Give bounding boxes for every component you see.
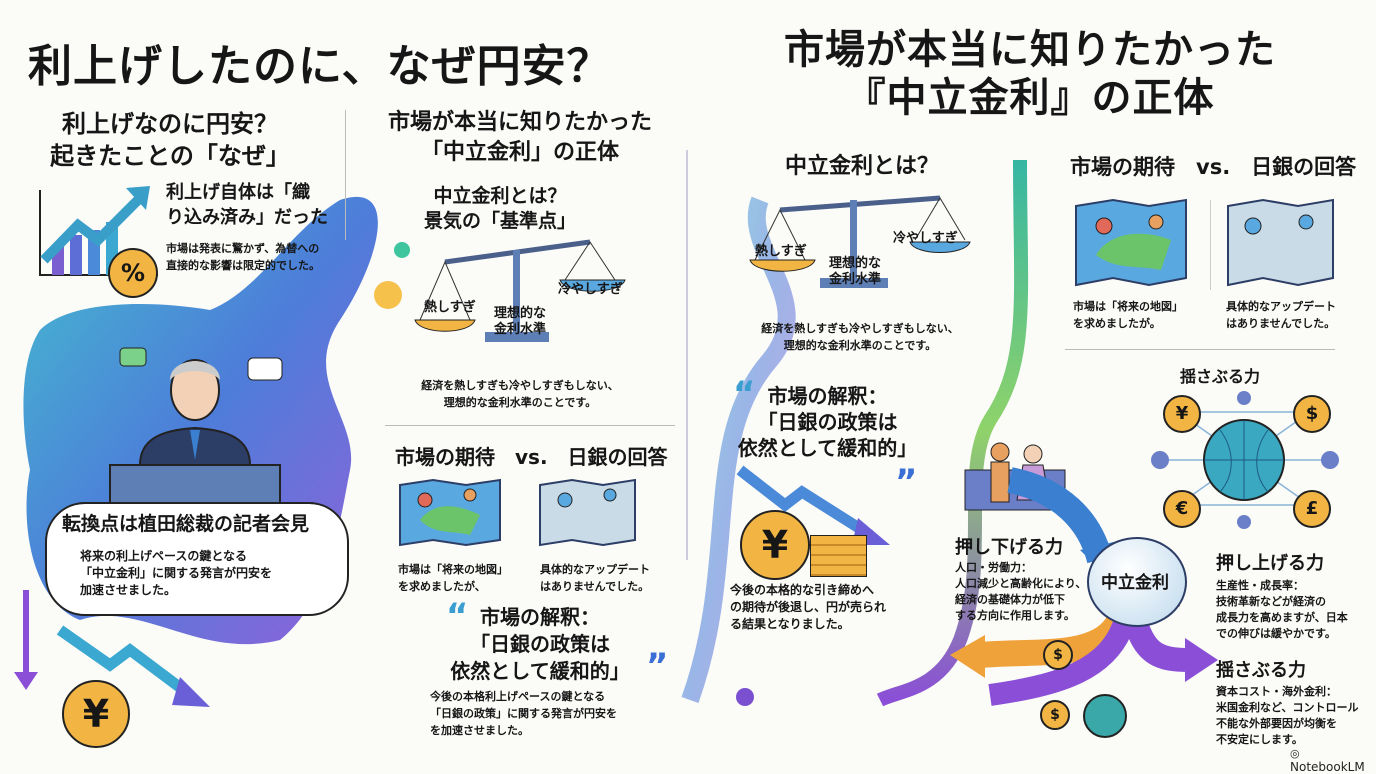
balance-scale-icon bbox=[414, 239, 626, 342]
section-divider bbox=[1065, 349, 1335, 350]
globe-icon bbox=[1083, 694, 1127, 738]
balance-scale-icon bbox=[749, 195, 971, 288]
close-quote-icon: ” bbox=[895, 462, 918, 502]
point2-body: 将来の利上げペースの鍵となる 「中立金利」に関する発言が円安を 加速させました。 bbox=[80, 549, 273, 597]
notebooklm-brand: ◎ NotebookLM bbox=[1290, 746, 1376, 774]
push-down-title: 押し下げる力 bbox=[955, 537, 1063, 558]
col2-map-right-caption: 具体的なアップデート はありませんでした。 bbox=[540, 563, 650, 593]
col1-heading: 利上げなのに円安？ 起きたことの「なぜ」 bbox=[50, 110, 290, 170]
colorful-map-icon bbox=[1075, 198, 1187, 287]
open-quote-icon: “ bbox=[446, 596, 469, 636]
push-up-title: 押し上げる力 bbox=[1216, 553, 1324, 574]
network-title: 揺さぶる力 bbox=[1180, 367, 1261, 386]
col2-heading: 市場が本当に知りたかった 「中立金利」の正体 bbox=[387, 110, 652, 165]
col4-vs-heading: 市場の期待 vs. 日銀の回答 bbox=[1070, 155, 1357, 179]
scale-right-label: 冷やしすぎ bbox=[558, 282, 623, 297]
dollar-coin-icon: $ bbox=[1043, 640, 1073, 670]
global-network-icon bbox=[1151, 391, 1339, 529]
falling-arrow-icon bbox=[56, 625, 210, 707]
column-divider bbox=[345, 110, 346, 240]
scale-left-label: 熱しすぎ bbox=[755, 244, 807, 259]
column-divider bbox=[686, 150, 688, 560]
section-divider bbox=[385, 425, 675, 426]
point2-title: 転換点は植田総裁の記者会見 bbox=[62, 513, 310, 535]
pound-coin-icon: £ bbox=[1293, 490, 1331, 528]
col3-quote: 市場の解釈： 「日銀の政策は 依然として緩和的」 bbox=[737, 384, 918, 460]
point1-title: 利上げ自体は「織 り込み済み」だった bbox=[166, 182, 328, 228]
colorful-map-icon bbox=[399, 478, 501, 547]
scale-center-label: 理想的な 金利水準 bbox=[828, 256, 881, 287]
dollar-coin-icon: $ bbox=[1293, 395, 1331, 433]
scale-left-label: 熱しすぎ bbox=[424, 300, 476, 315]
shake-body: 資本コスト・海外金利： 米国金利など、コントロール 不能な外部要因が均衡を 不安… bbox=[1216, 685, 1359, 746]
right-main-title: 市場が本当に知りたかった 『中立金利』の正体 bbox=[784, 27, 1276, 121]
col4-map-left-caption: 市場は「将来の地図」 を求めましたが。 bbox=[1073, 300, 1183, 330]
notebooklm-logo-icon: ◎ bbox=[1290, 747, 1300, 760]
point1-body: 市場は発表に驚かず、為替への 直接的な影響は限定的でした。 bbox=[166, 242, 320, 272]
coin-stack-icon bbox=[810, 535, 867, 577]
notebooklm-label: NotebookLM bbox=[1290, 760, 1365, 774]
grey-map-icon bbox=[539, 478, 636, 547]
shake-title: 揺さぶる力 bbox=[1216, 660, 1306, 681]
yen-coin-icon: ¥ bbox=[1163, 395, 1201, 433]
push-down-body: 人口・労働力： 人口減少と高齢化により、 経済の基礎体力が低下 する方向に作用し… bbox=[955, 561, 1087, 622]
col3-definition: 経済を熱しすぎも冷やしすぎもしない、 理想的な金利水準のことです。 bbox=[761, 322, 959, 352]
center-label: 中立金利 bbox=[1101, 573, 1169, 593]
col2-sub-heading: 中立金利とは？ 景気の「基準点」 bbox=[423, 185, 576, 232]
neutral-rate-center-bubble bbox=[1087, 537, 1187, 627]
percent-coin-icon: % bbox=[108, 248, 158, 298]
col2-vs-heading: 市場の期待 vs. 日銀の回答 bbox=[395, 445, 668, 469]
left-main-title: 利上げしたのに、なぜ円安？ bbox=[28, 41, 612, 92]
open-quote-icon: “ bbox=[733, 374, 756, 414]
col3-quote-body: 今後の本格的な引き締めへ の期待が後退し、円が売られ る結果となりました。 bbox=[730, 583, 887, 631]
col2-map-left-caption: 市場は「将来の地図」 を求めましたが、 bbox=[398, 563, 508, 593]
euro-coin-icon: € bbox=[1163, 490, 1201, 528]
col2-definition: 経済を熱しすぎも冷やしすぎもしない、 理想的な金利水準のことです。 bbox=[421, 379, 619, 409]
grey-map-icon bbox=[1227, 198, 1334, 287]
col2-quote-body: 今後の本格利上げペースの鍵となる 「日銀の政策」に関する発言が円安を を加速させ… bbox=[430, 690, 617, 737]
push-up-body: 生産性・成長率： 技術革新などが経済の 成長力を高めますが、日本 での伸びは緩や… bbox=[1216, 579, 1348, 640]
press-conference-box bbox=[45, 502, 349, 616]
scale-center-label: 理想的な 金利水準 bbox=[493, 306, 546, 337]
map-divider bbox=[1210, 200, 1211, 290]
col3-heading: 中立金利とは？ bbox=[785, 154, 940, 179]
col4-map-right-caption: 具体的なアップデート はありませんでした。 bbox=[1226, 300, 1336, 330]
close-quote-icon: ” bbox=[646, 646, 669, 686]
governor-press-conference-illustration bbox=[109, 347, 283, 506]
dollar-coin-icon: $ bbox=[1040, 700, 1070, 730]
col2-quote: 市場の解釈： 「日銀の政策は 依然として緩和的」 bbox=[450, 605, 630, 683]
scale-right-label: 冷やしすぎ bbox=[893, 231, 958, 246]
yen-coin-icon: ¥ bbox=[62, 680, 130, 748]
yen-coin-icon: ¥ bbox=[740, 510, 810, 580]
